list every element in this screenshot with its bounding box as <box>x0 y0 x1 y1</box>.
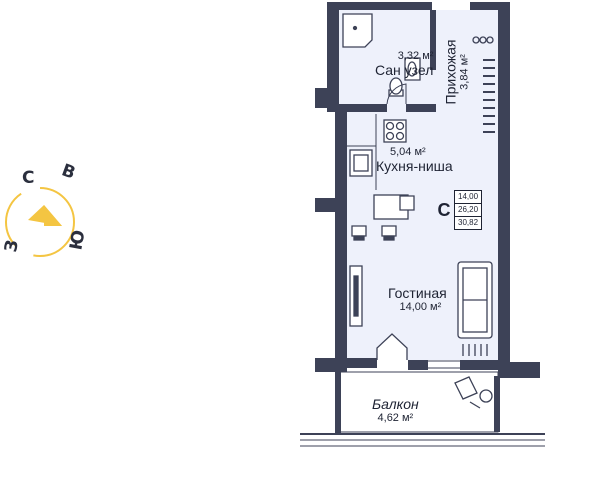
living-name: Гостиная <box>388 285 447 301</box>
radiator <box>462 344 488 356</box>
kitchen-label: 5,04 м² Кухня-ниша <box>376 146 453 174</box>
apartment-type-letter: С <box>437 199 451 220</box>
kitchen-counter <box>347 114 377 190</box>
total-with-balcony-value: 30,82 <box>455 216 482 229</box>
tv-unit <box>349 265 363 327</box>
hallway-closet <box>472 36 494 44</box>
living-label: Гостиная 14,00 м² <box>388 285 447 313</box>
balcony-name: Балкон <box>372 396 419 412</box>
total-area-value: 26,20 <box>455 203 482 216</box>
hallway-label: Прихожая 3,84 м² <box>442 40 470 105</box>
kitchen-area: 5,04 м² <box>390 146 426 158</box>
balcony-label: Балкон 4,62 м² <box>372 396 419 424</box>
balcony-furniture <box>454 376 493 409</box>
kitchen-sink <box>349 149 373 177</box>
hallway-name: Прихожая <box>442 39 459 105</box>
balcony-window <box>428 360 460 369</box>
kitchen-stove <box>383 119 407 143</box>
balcony <box>300 371 545 447</box>
balcony-door <box>376 333 408 360</box>
apartment-type-legend: С 14,00 26,20 30,82 <box>434 190 483 230</box>
living-area-value: 14,00 <box>458 192 479 201</box>
balcony-area: 4,62 м² <box>377 412 414 424</box>
hallway-area: 3,84 м² <box>458 54 471 90</box>
kitchen-name: Кухня-ниша <box>376 158 453 174</box>
living-area: 14,00 м² <box>399 301 442 313</box>
compass <box>5 187 75 257</box>
bathroom-label: 3,32 м² Сан узел <box>375 50 433 78</box>
apartment-area-box: 14,00 26,20 30,82 <box>454 190 483 230</box>
bathroom-name: Сан узел <box>375 62 434 78</box>
wardrobe <box>483 59 495 133</box>
shower <box>342 13 373 48</box>
bathroom-area: 3,32 м² <box>397 50 434 62</box>
compass-north-label: С <box>22 168 35 188</box>
dining-set <box>351 194 415 241</box>
sofa <box>457 261 493 339</box>
bathroom-sink <box>404 57 421 81</box>
compass-south-label: Ю <box>66 228 90 252</box>
walls <box>315 2 540 378</box>
bathroom-door <box>386 83 407 105</box>
